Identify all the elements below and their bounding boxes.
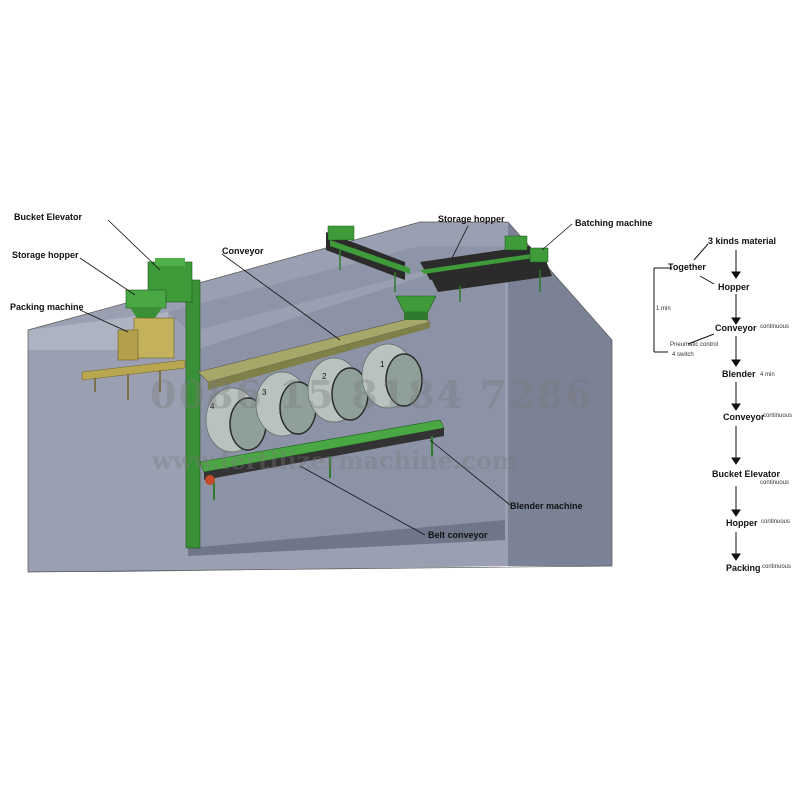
flow-packing-note: continuous	[762, 564, 791, 570]
flow-material: 3 kinds material	[708, 236, 776, 246]
label-blender-machine: Blender machine	[510, 501, 583, 511]
flow-hopper-2: Hopper	[726, 518, 758, 528]
flow-elevator-note: continuous	[760, 480, 789, 486]
label-bucket-elevator: Bucket Elevator	[14, 212, 82, 222]
label-conveyor: Conveyor	[222, 246, 264, 256]
flow-conveyor-2: Conveyor	[723, 412, 765, 422]
label-batching-machine: Batching machine	[575, 218, 653, 228]
watermark-site: www.fertilizermachine.com	[152, 446, 517, 475]
watermark-phone: 0086 15 8184 7286	[150, 372, 594, 417]
flow-conveyor-1: Conveyor	[715, 323, 757, 333]
flow-packing: Packing	[726, 563, 761, 573]
drum-number-1: 1	[380, 360, 384, 369]
label-storage-hopper-left: Storage hopper	[12, 250, 79, 260]
flow-bucket-elevator: Bucket Elevator	[712, 469, 780, 479]
flow-switch-note: 4 switch	[672, 352, 694, 358]
label-belt-conveyor: Belt conveyor	[428, 530, 488, 540]
flow-together: Together	[668, 262, 706, 272]
flow-hopper-2-note: continuous	[761, 519, 790, 525]
flow-pneumatic-note: Pneumatic control	[670, 342, 718, 348]
flow-blender-note: 4 min	[760, 372, 775, 378]
flow-conveyor-2-note: continuous	[763, 413, 792, 419]
label-packing-machine: Packing machine	[10, 302, 84, 312]
flow-blender: Blender	[722, 369, 756, 379]
flow-one-min: 1 min	[656, 306, 671, 312]
label-storage-hopper-top: Storage hopper	[438, 214, 505, 224]
flow-hopper: Hopper	[718, 282, 750, 292]
flow-conveyor-1-note: continuous	[760, 324, 789, 330]
